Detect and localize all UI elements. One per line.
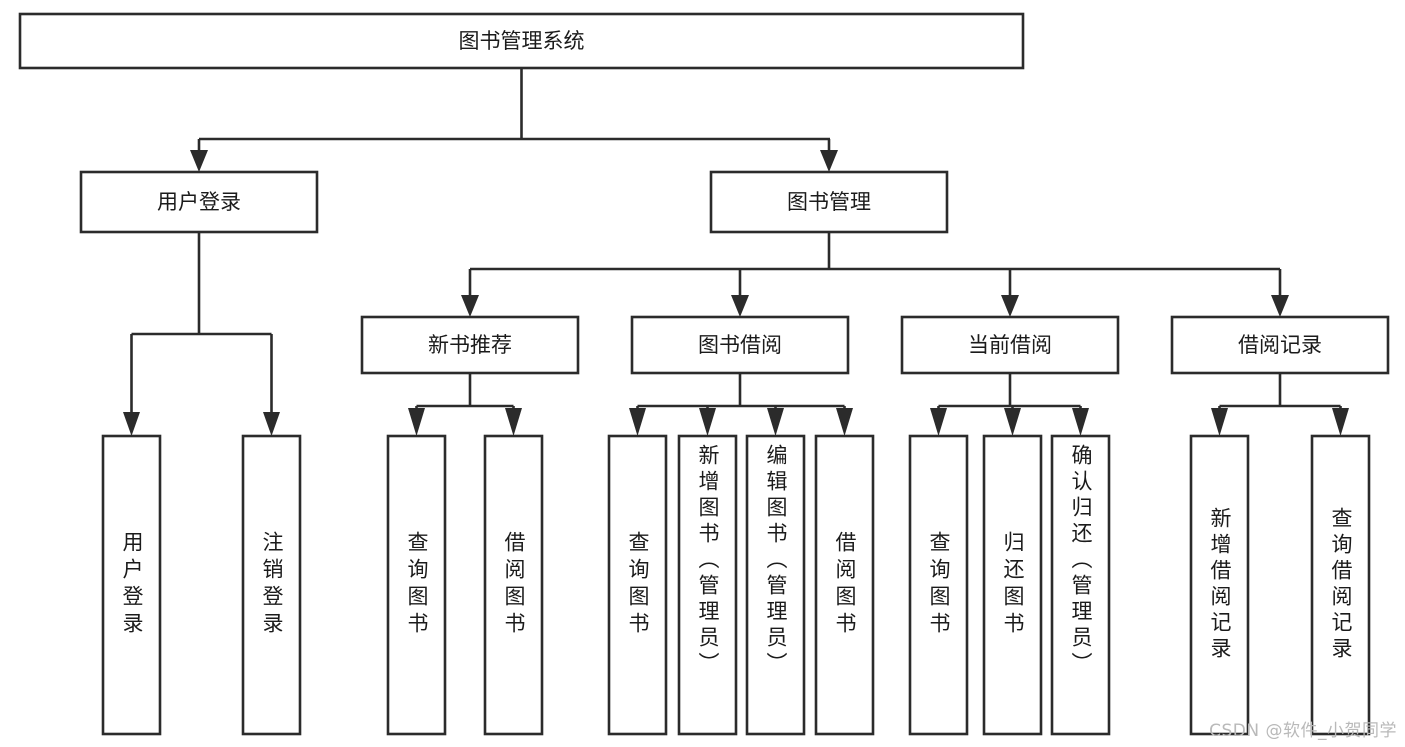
arrow-head-leaf-borrow-book	[836, 408, 853, 436]
arrow-head-leaf-user-logout	[263, 412, 280, 436]
connector-layer	[123, 68, 1349, 436]
node-new-book-recommend-box	[360, 315, 580, 375]
leaf-borrow-book-recommend-label: 借阅图书	[502, 531, 526, 639]
node-new-book-recommend[interactable]: 新书推荐	[360, 315, 580, 375]
leaf-query-book-current-label: 查询图书	[927, 531, 951, 639]
leaf-query-book-recommend-label: 查询图书	[405, 531, 429, 639]
arrow-head-leaf-add-book-admin	[699, 408, 716, 436]
leaf-user-logout-label: 注销登录	[260, 531, 284, 639]
arrow-head-leaf-query-book-recommend	[408, 408, 425, 436]
arrow-head-current-borrow	[1001, 295, 1019, 317]
arrow-head-leaf-query-book-borrow	[629, 408, 646, 436]
leaf-add-borrow-record-label: 新增借阅记录	[1208, 507, 1232, 663]
node-book-management[interactable]: 图书管理	[709, 170, 949, 234]
leaf-return-book-box[interactable]	[982, 434, 1043, 736]
leaf-user-logout[interactable]: 注销登录	[243, 436, 300, 734]
leaf-query-borrow-record[interactable]: 查询借阅记录	[1312, 436, 1369, 734]
leaf-borrow-book-recommend[interactable]: 借阅图书	[485, 436, 542, 734]
leaf-edit-book-admin[interactable]: 编辑图书（管理员）	[747, 436, 804, 734]
leaf-add-borrow-record[interactable]: 新增借阅记录	[1191, 436, 1248, 734]
leaf-confirm-return-admin[interactable]: 确认归还（管理员）	[1052, 436, 1109, 734]
leaf-confirm-return-admin-label: 确认归还（管理员）	[1069, 444, 1093, 678]
leaf-add-book-admin-label: 新增图书（管理员）	[696, 444, 720, 678]
leaf-return-book[interactable]: 归还图书	[984, 436, 1041, 734]
leaf-edit-book-admin-box[interactable]	[745, 434, 806, 736]
node-root-box	[18, 12, 1025, 70]
leaf-user-logout-box[interactable]	[241, 434, 302, 736]
leaf-query-book-borrow[interactable]: 查询图书	[609, 436, 666, 734]
leaf-query-book-recommend[interactable]: 查询图书	[388, 436, 445, 734]
arrow-head-leaf-return-book	[1004, 408, 1021, 436]
node-new-book-recommend-label: 新书推荐	[428, 333, 512, 357]
leaf-query-book-borrow-label: 查询图书	[626, 531, 650, 639]
node-borrow-records-label: 借阅记录	[1238, 333, 1322, 357]
node-book-borrow-label: 图书借阅	[698, 333, 782, 357]
arrow-head-leaf-query-borrow-record	[1332, 408, 1349, 436]
node-current-borrow[interactable]: 当前借阅	[900, 315, 1120, 375]
leaf-add-book-admin-box[interactable]	[677, 434, 738, 736]
node-current-borrow-box	[900, 315, 1120, 375]
leaf-add-borrow-record-box[interactable]	[1189, 434, 1250, 736]
leaf-box-layer	[101, 434, 1371, 736]
arrow-head-leaf-user-login	[123, 412, 140, 436]
node-borrow-records-box	[1170, 315, 1390, 375]
arrow-head-new-book-recommend	[461, 295, 479, 317]
leaf-edit-book-admin-label: 编辑图书（管理员）	[764, 444, 788, 678]
node-user-login[interactable]: 用户登录	[79, 170, 319, 234]
arrow-head-leaf-borrow-book-recommend	[505, 408, 522, 436]
node-book-borrow-box	[630, 315, 850, 375]
arrow-head-leaf-confirm-return-admin	[1072, 408, 1089, 436]
node-root[interactable]: 图书管理系统	[18, 12, 1025, 70]
leaf-query-book-current-box[interactable]	[908, 434, 969, 736]
leaf-add-book-admin[interactable]: 新增图书（管理员）	[679, 436, 736, 734]
node-root-label: 图书管理系统	[459, 29, 585, 53]
arrow-head-leaf-edit-book-admin	[767, 408, 784, 436]
leaf-query-borrow-record-label: 查询借阅记录	[1329, 507, 1353, 663]
leaf-borrow-book[interactable]: 借阅图书	[816, 436, 873, 734]
leaf-borrow-book-label: 借阅图书	[833, 531, 857, 639]
arrow-head-borrow-records	[1271, 295, 1289, 317]
leaf-user-login-label: 用户登录	[120, 531, 144, 639]
node-book-management-label: 图书管理	[787, 190, 871, 214]
node-current-borrow-label: 当前借阅	[968, 333, 1052, 357]
node-user-login-label: 用户登录	[157, 190, 241, 214]
arrow-head-book-borrow	[731, 295, 749, 317]
node-borrow-records[interactable]: 借阅记录	[1170, 315, 1390, 375]
node-user-login-box	[79, 170, 319, 234]
leaf-query-book-current[interactable]: 查询图书	[910, 436, 967, 734]
arrow-head-user-login	[190, 150, 208, 172]
leaf-query-book-recommend-box[interactable]	[386, 434, 447, 736]
leaf-confirm-return-admin-box[interactable]	[1050, 434, 1111, 736]
leaf-borrow-book-recommend-box[interactable]	[483, 434, 544, 736]
arrow-head-book-management	[820, 150, 838, 172]
leaf-query-borrow-record-box[interactable]	[1310, 434, 1371, 736]
arrow-head-leaf-add-borrow-record	[1211, 408, 1228, 436]
node-book-borrow[interactable]: 图书借阅	[630, 315, 850, 375]
node-book-management-box	[709, 170, 949, 234]
leaf-user-login-box[interactable]	[101, 434, 162, 736]
leaf-return-book-label: 归还图书	[1001, 531, 1025, 639]
leaf-borrow-book-box[interactable]	[814, 434, 875, 736]
leaf-query-book-borrow-box[interactable]	[607, 434, 668, 736]
leaf-user-login[interactable]: 用户登录	[103, 436, 160, 734]
arrow-head-leaf-query-book-current	[930, 408, 947, 436]
